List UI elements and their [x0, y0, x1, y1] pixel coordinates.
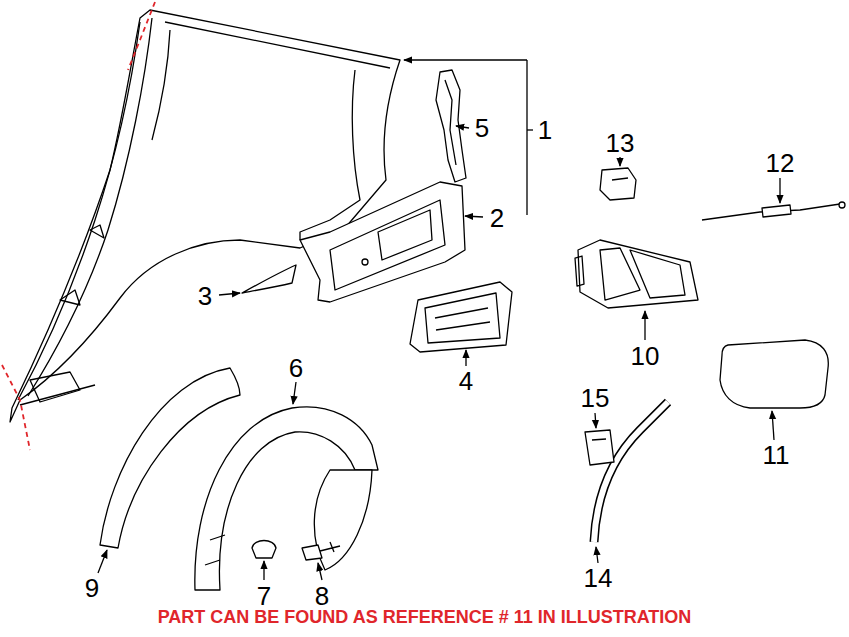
callout-number: 7	[257, 583, 271, 609]
callout-number: 6	[289, 355, 303, 381]
callout-number: 14	[584, 565, 613, 591]
callout-number: 3	[198, 283, 212, 309]
callout-number: 5	[475, 115, 489, 141]
callout-number: 15	[581, 385, 610, 411]
callout-number: 10	[631, 343, 660, 369]
callout-number: 4	[459, 368, 473, 394]
callout-number: 12	[766, 150, 795, 176]
callout-number: 11	[763, 442, 790, 468]
callout-number: 1	[538, 117, 552, 143]
callout-number: 9	[85, 575, 99, 601]
caption-note: PART CAN BE FOUND AS REFERENCE # 11 IN I…	[0, 608, 849, 628]
callout-number: 13	[606, 130, 635, 156]
callout-number: 2	[490, 205, 504, 231]
callout-number: 8	[315, 583, 329, 609]
